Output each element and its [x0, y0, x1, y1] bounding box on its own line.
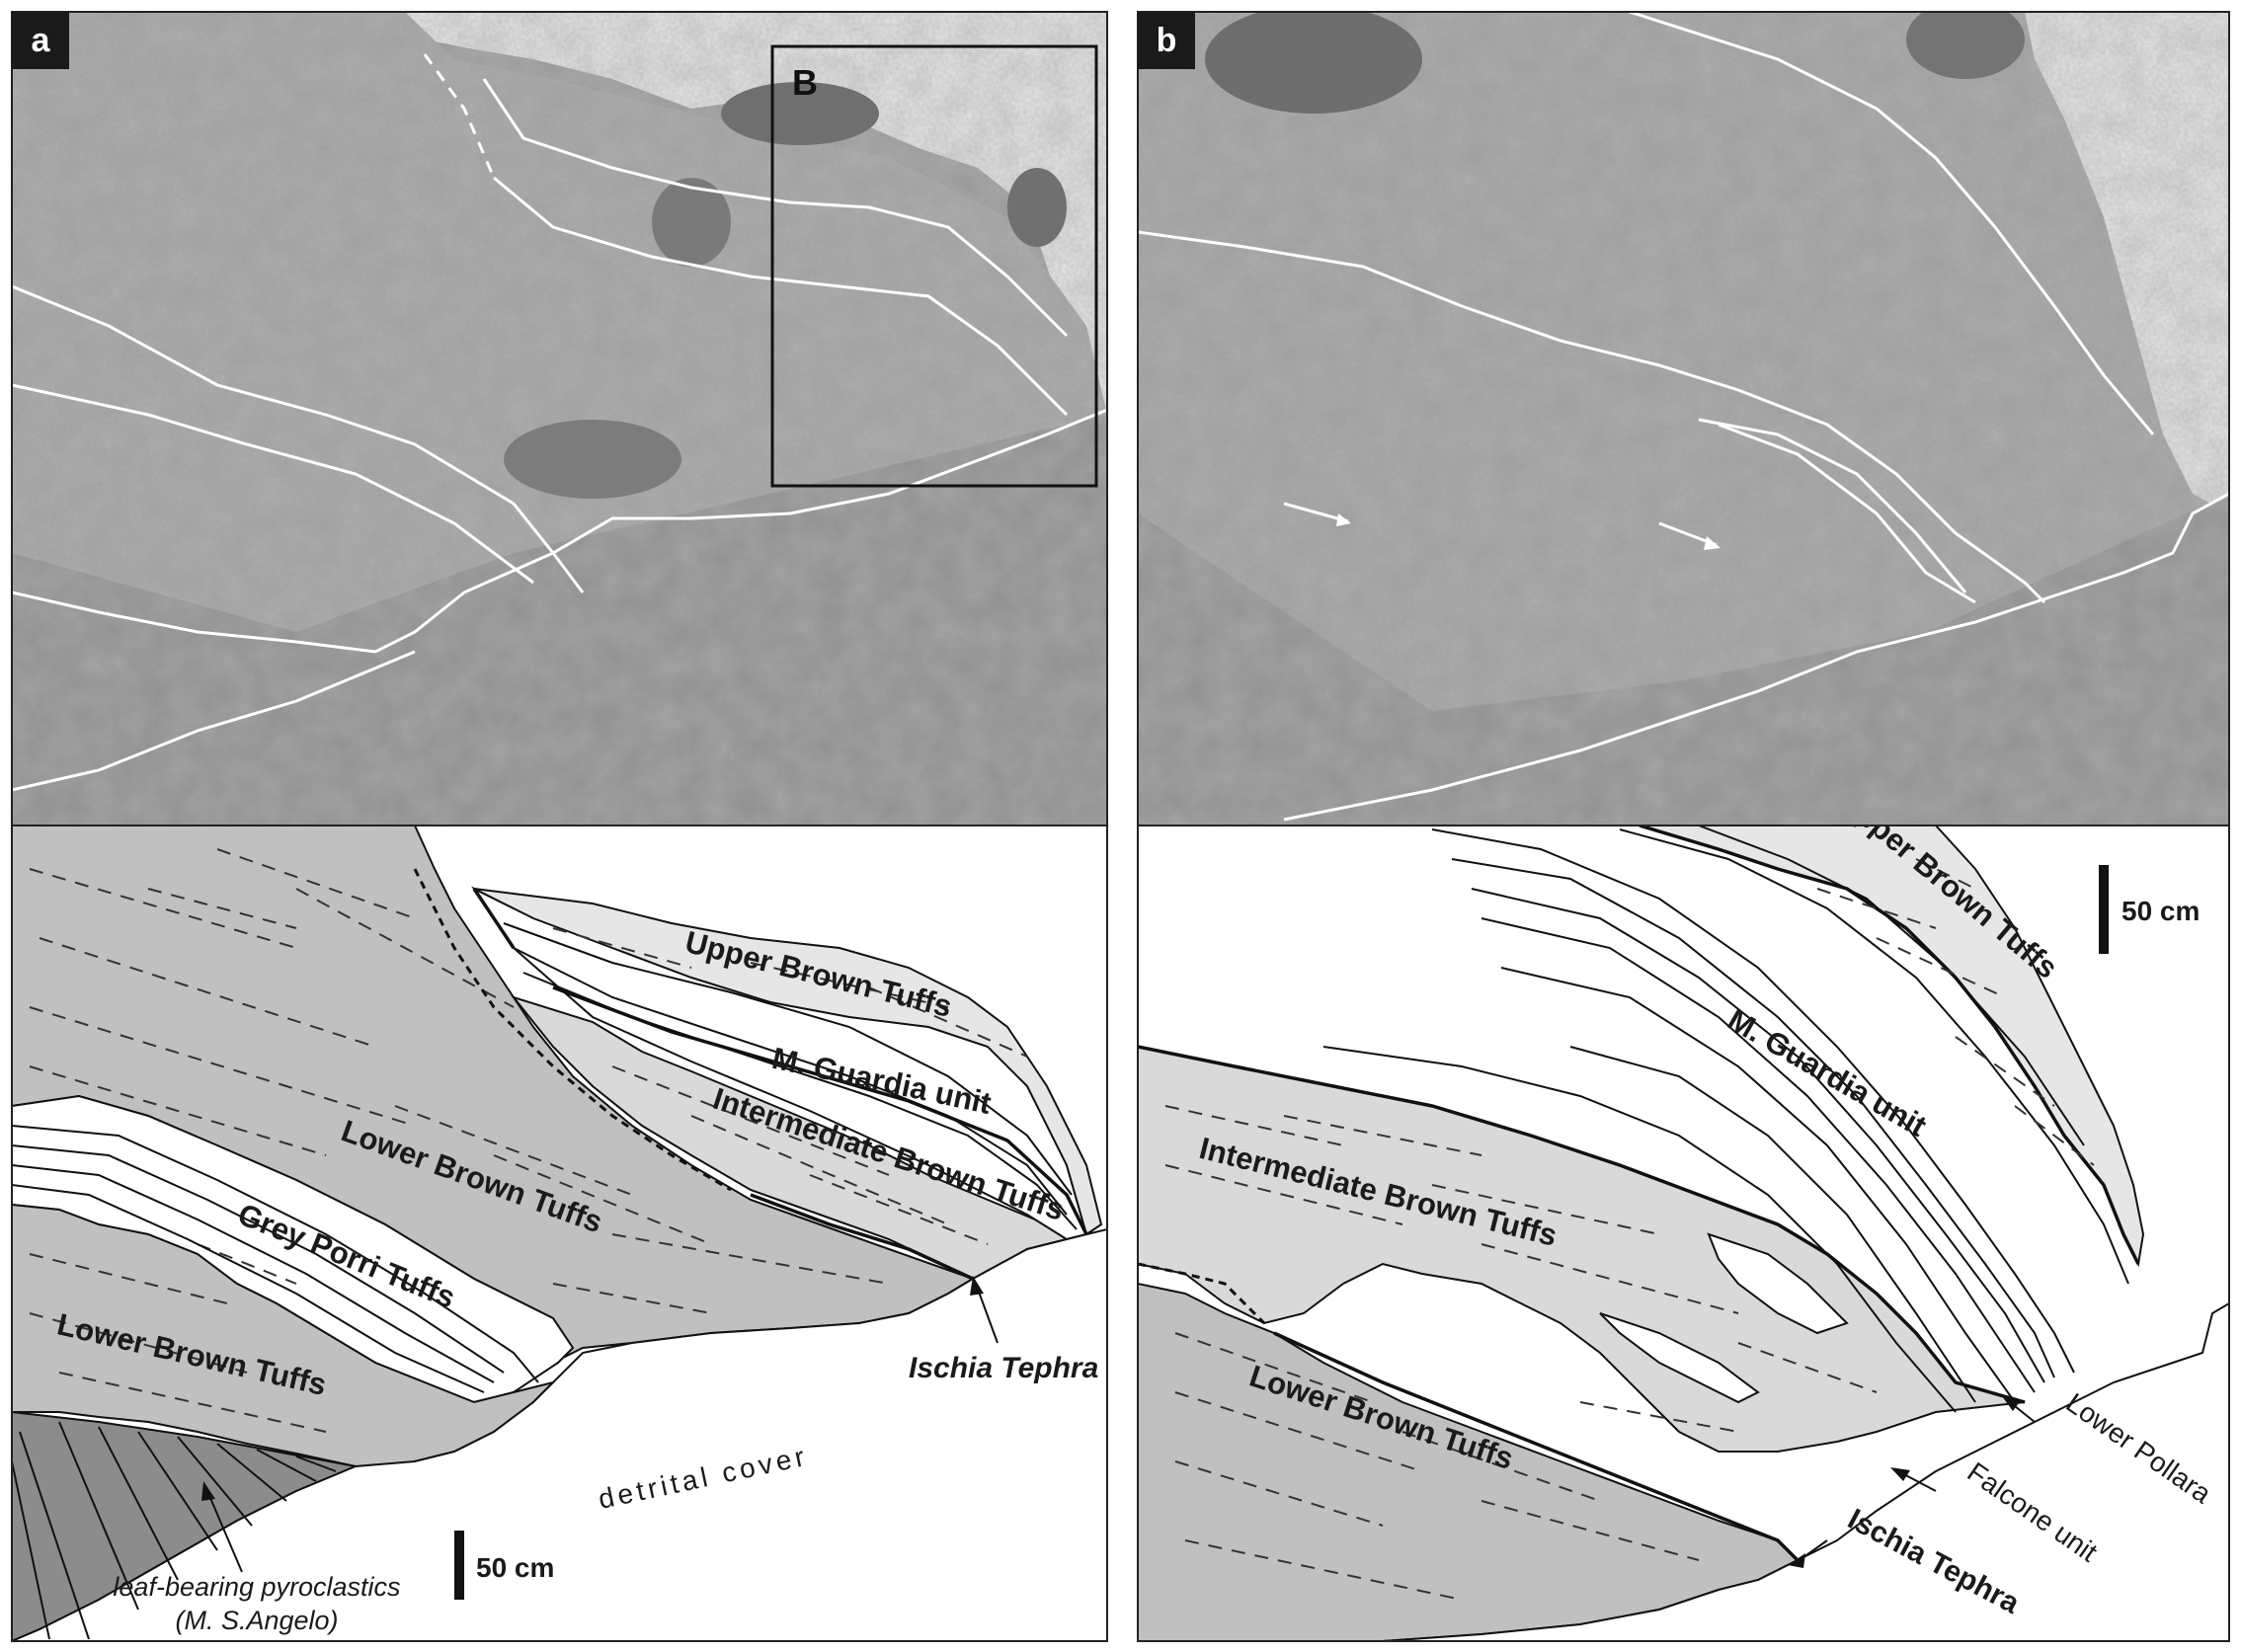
- scale-bar-b-label: 50 cm: [2121, 896, 2200, 926]
- panel-a-letter: a: [32, 22, 51, 59]
- label-a-leaf-bearing-line2: (M. S.Angelo): [175, 1606, 338, 1635]
- panel-b-letter-box: [1138, 12, 1195, 69]
- label-a-ischia-tephra: Ischia Tephra: [909, 1352, 1098, 1384]
- scale-bar-a-label: 50 cm: [476, 1552, 554, 1583]
- inset-box-b-label: B: [792, 62, 818, 103]
- panel-b-letter: b: [1157, 22, 1177, 59]
- panel-a-drawing-frame: [11, 825, 1108, 1642]
- panel-a-letter-box: [12, 12, 69, 69]
- scale-bar-a: [454, 1531, 464, 1600]
- label-a-leaf-bearing-line1: leaf-bearing pyroclastics: [113, 1572, 400, 1602]
- panel-a-drawing: Upper Brown Tuffs M. Guardia unit Interm…: [12, 826, 1107, 1641]
- panel-b-drawing-frame: [1137, 825, 2230, 1642]
- unit-upper-brown-tuffs: [473, 888, 1103, 1236]
- scale-bar-b: [2099, 865, 2109, 954]
- panel-b-drawing: Upper Brown Tuffs M. Guardia unit Interm…: [1138, 826, 2229, 1641]
- inset-box-b: [770, 44, 1098, 488]
- arrow-a-leaf-bearing: [206, 1490, 243, 1573]
- panel-a-photo: B: [12, 12, 1107, 826]
- panel-b-photo: [1138, 12, 2229, 826]
